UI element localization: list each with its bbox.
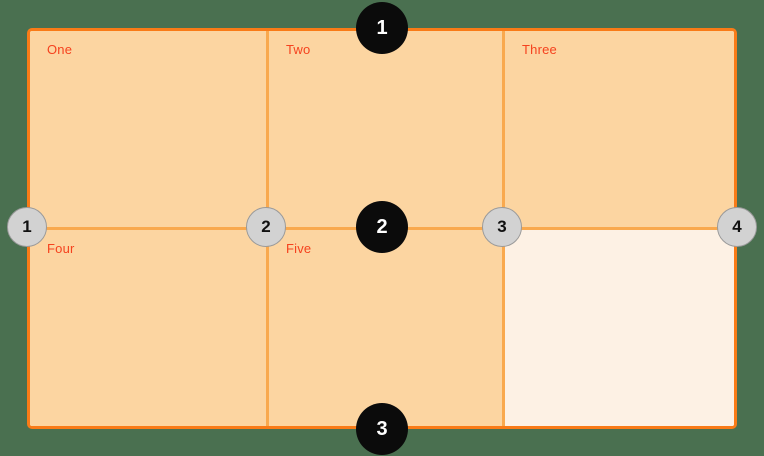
grid-cell-five[interactable]: Five	[269, 230, 502, 426]
column-marker-label: 1	[22, 217, 32, 236]
column-marker-3[interactable]: 3	[482, 207, 522, 247]
grid-cell-label: Three	[522, 42, 557, 57]
row-marker-label: 2	[376, 215, 388, 238]
grid-cell-four[interactable]: Four	[30, 230, 266, 426]
grid-cell-label: Five	[286, 241, 312, 256]
grid-cell-label: Four	[47, 241, 75, 256]
column-marker-label: 4	[732, 217, 742, 236]
grid-container: One Two Three Four Five	[27, 28, 737, 429]
row-marker-2[interactable]: 2	[356, 201, 408, 253]
column-marker-label: 2	[261, 217, 271, 236]
row-marker-3[interactable]: 3	[356, 403, 408, 455]
grid-cell-label: One	[47, 42, 73, 57]
grid-cell-empty[interactable]	[505, 230, 734, 426]
column-marker-label: 3	[497, 217, 507, 236]
column-marker-2[interactable]: 2	[246, 207, 286, 247]
column-marker-4[interactable]: 4	[717, 207, 757, 247]
grid-cell-label: Two	[286, 42, 311, 57]
grid-cell-two[interactable]: Two	[269, 31, 502, 227]
row-marker-1[interactable]: 1	[356, 2, 408, 54]
grid-cell-one[interactable]: One	[30, 31, 266, 227]
row-marker-label: 3	[376, 417, 388, 440]
row-marker-label: 1	[376, 16, 388, 39]
grid-cell-three[interactable]: Three	[505, 31, 734, 227]
column-marker-1[interactable]: 1	[7, 207, 47, 247]
